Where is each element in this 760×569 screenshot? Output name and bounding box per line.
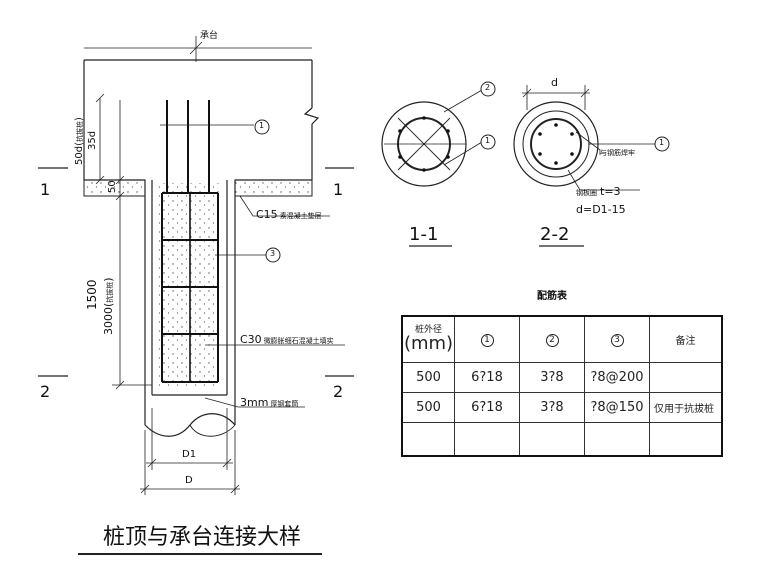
pile-cap (83, 36, 320, 181)
c30-infill (158, 183, 222, 388)
cell-c1 (454, 421, 520, 457)
sec1-callout-2-circle (480, 81, 496, 97)
cell-c1: 6?18 (454, 391, 520, 423)
dim-3000-label: 3000(抗拔桩) (102, 277, 115, 335)
sec1-callout-1-number: 1 (485, 136, 491, 145)
dim-50-label: 50 (107, 180, 118, 193)
cell-remark: 仅用于抗拔桩 (649, 391, 723, 423)
cell-dia: 500 (401, 391, 455, 423)
section-2-2 (513, 85, 656, 191)
section-1-1-title: 1-1 (409, 224, 439, 245)
cut-1-right-label: 1 (333, 180, 344, 199)
pile-shaft (144, 180, 236, 437)
sec2-weld-note: 与钢筋焊牢 (600, 149, 635, 157)
cut-2-right-label: 2 (333, 382, 344, 401)
drawing-title: 桩顶与承台连接大样 (103, 525, 302, 550)
cell-dia: 500 (401, 361, 455, 393)
table-row: 500 6?18 3?8 ?8@150 仅用于抗拔桩 (401, 391, 723, 423)
table-row: 500 6?18 3?8 ?8@200 (401, 361, 723, 393)
cell-c2 (519, 421, 585, 457)
callout-1-circle (254, 119, 270, 135)
cell-c3: ?8@200 (584, 361, 650, 393)
sec2-d-label: d (551, 76, 558, 89)
d1-label: D1 (182, 449, 197, 460)
cap-label: 承台 (200, 31, 219, 41)
horizontal-dimensions (140, 408, 240, 495)
header-col-3: 3 (584, 315, 650, 363)
cell-remark (649, 421, 723, 457)
callout-3-circle (265, 247, 281, 263)
cell-c2: 3?8 (519, 391, 585, 423)
rebar-schedule-table: 桩外径 (mm) 1 2 3 备注 500 6?18 3?8 ?8@200 50… (401, 315, 723, 457)
cell-c1: 6?18 (454, 361, 520, 393)
header-col-1: 1 (454, 315, 520, 363)
cell-c2: 3?8 (519, 361, 585, 393)
cell-c3: ?8@150 (584, 391, 650, 423)
sec2-callout-1-circle (654, 136, 670, 152)
table-header-row: 桩外径 (mm) 1 2 3 备注 (401, 315, 723, 363)
section-1-1 (381, 89, 483, 187)
vertical-dimensions (95, 93, 152, 390)
anchor-bars (166, 100, 210, 193)
cut-1-left-label: 1 (40, 180, 51, 199)
d-label: D (185, 475, 193, 486)
dim-1500-label: 1500 (85, 279, 99, 310)
section-2-2-title: 2-2 (540, 224, 570, 245)
note-leaders (204, 195, 345, 408)
cell-c3 (584, 421, 650, 457)
sec1-callout-1-circle (480, 134, 496, 150)
anchor-length-label-a: 50d(抗拔桩) (74, 117, 85, 165)
table-title: 配筋表 (537, 291, 567, 302)
table-row (401, 421, 723, 457)
header-remark: 备注 (649, 315, 723, 363)
callout-1-number: 1 (259, 121, 265, 130)
sec1-callout-2-number: 2 (485, 83, 491, 92)
anchor-length-label-b: 35d (87, 130, 98, 150)
cut-2-left-label: 2 (40, 382, 51, 401)
header-col-2: 2 (519, 315, 585, 363)
sec2-d-formula: d=D1-15 (576, 203, 626, 216)
cell-remark (649, 361, 723, 393)
callout-3-number: 3 (270, 249, 276, 258)
cell-dia (401, 421, 455, 457)
section-cut-lines (38, 167, 354, 377)
sec2-callout-1-number: 1 (659, 138, 665, 147)
header-diameter: 桩外径 (mm) (401, 315, 455, 363)
